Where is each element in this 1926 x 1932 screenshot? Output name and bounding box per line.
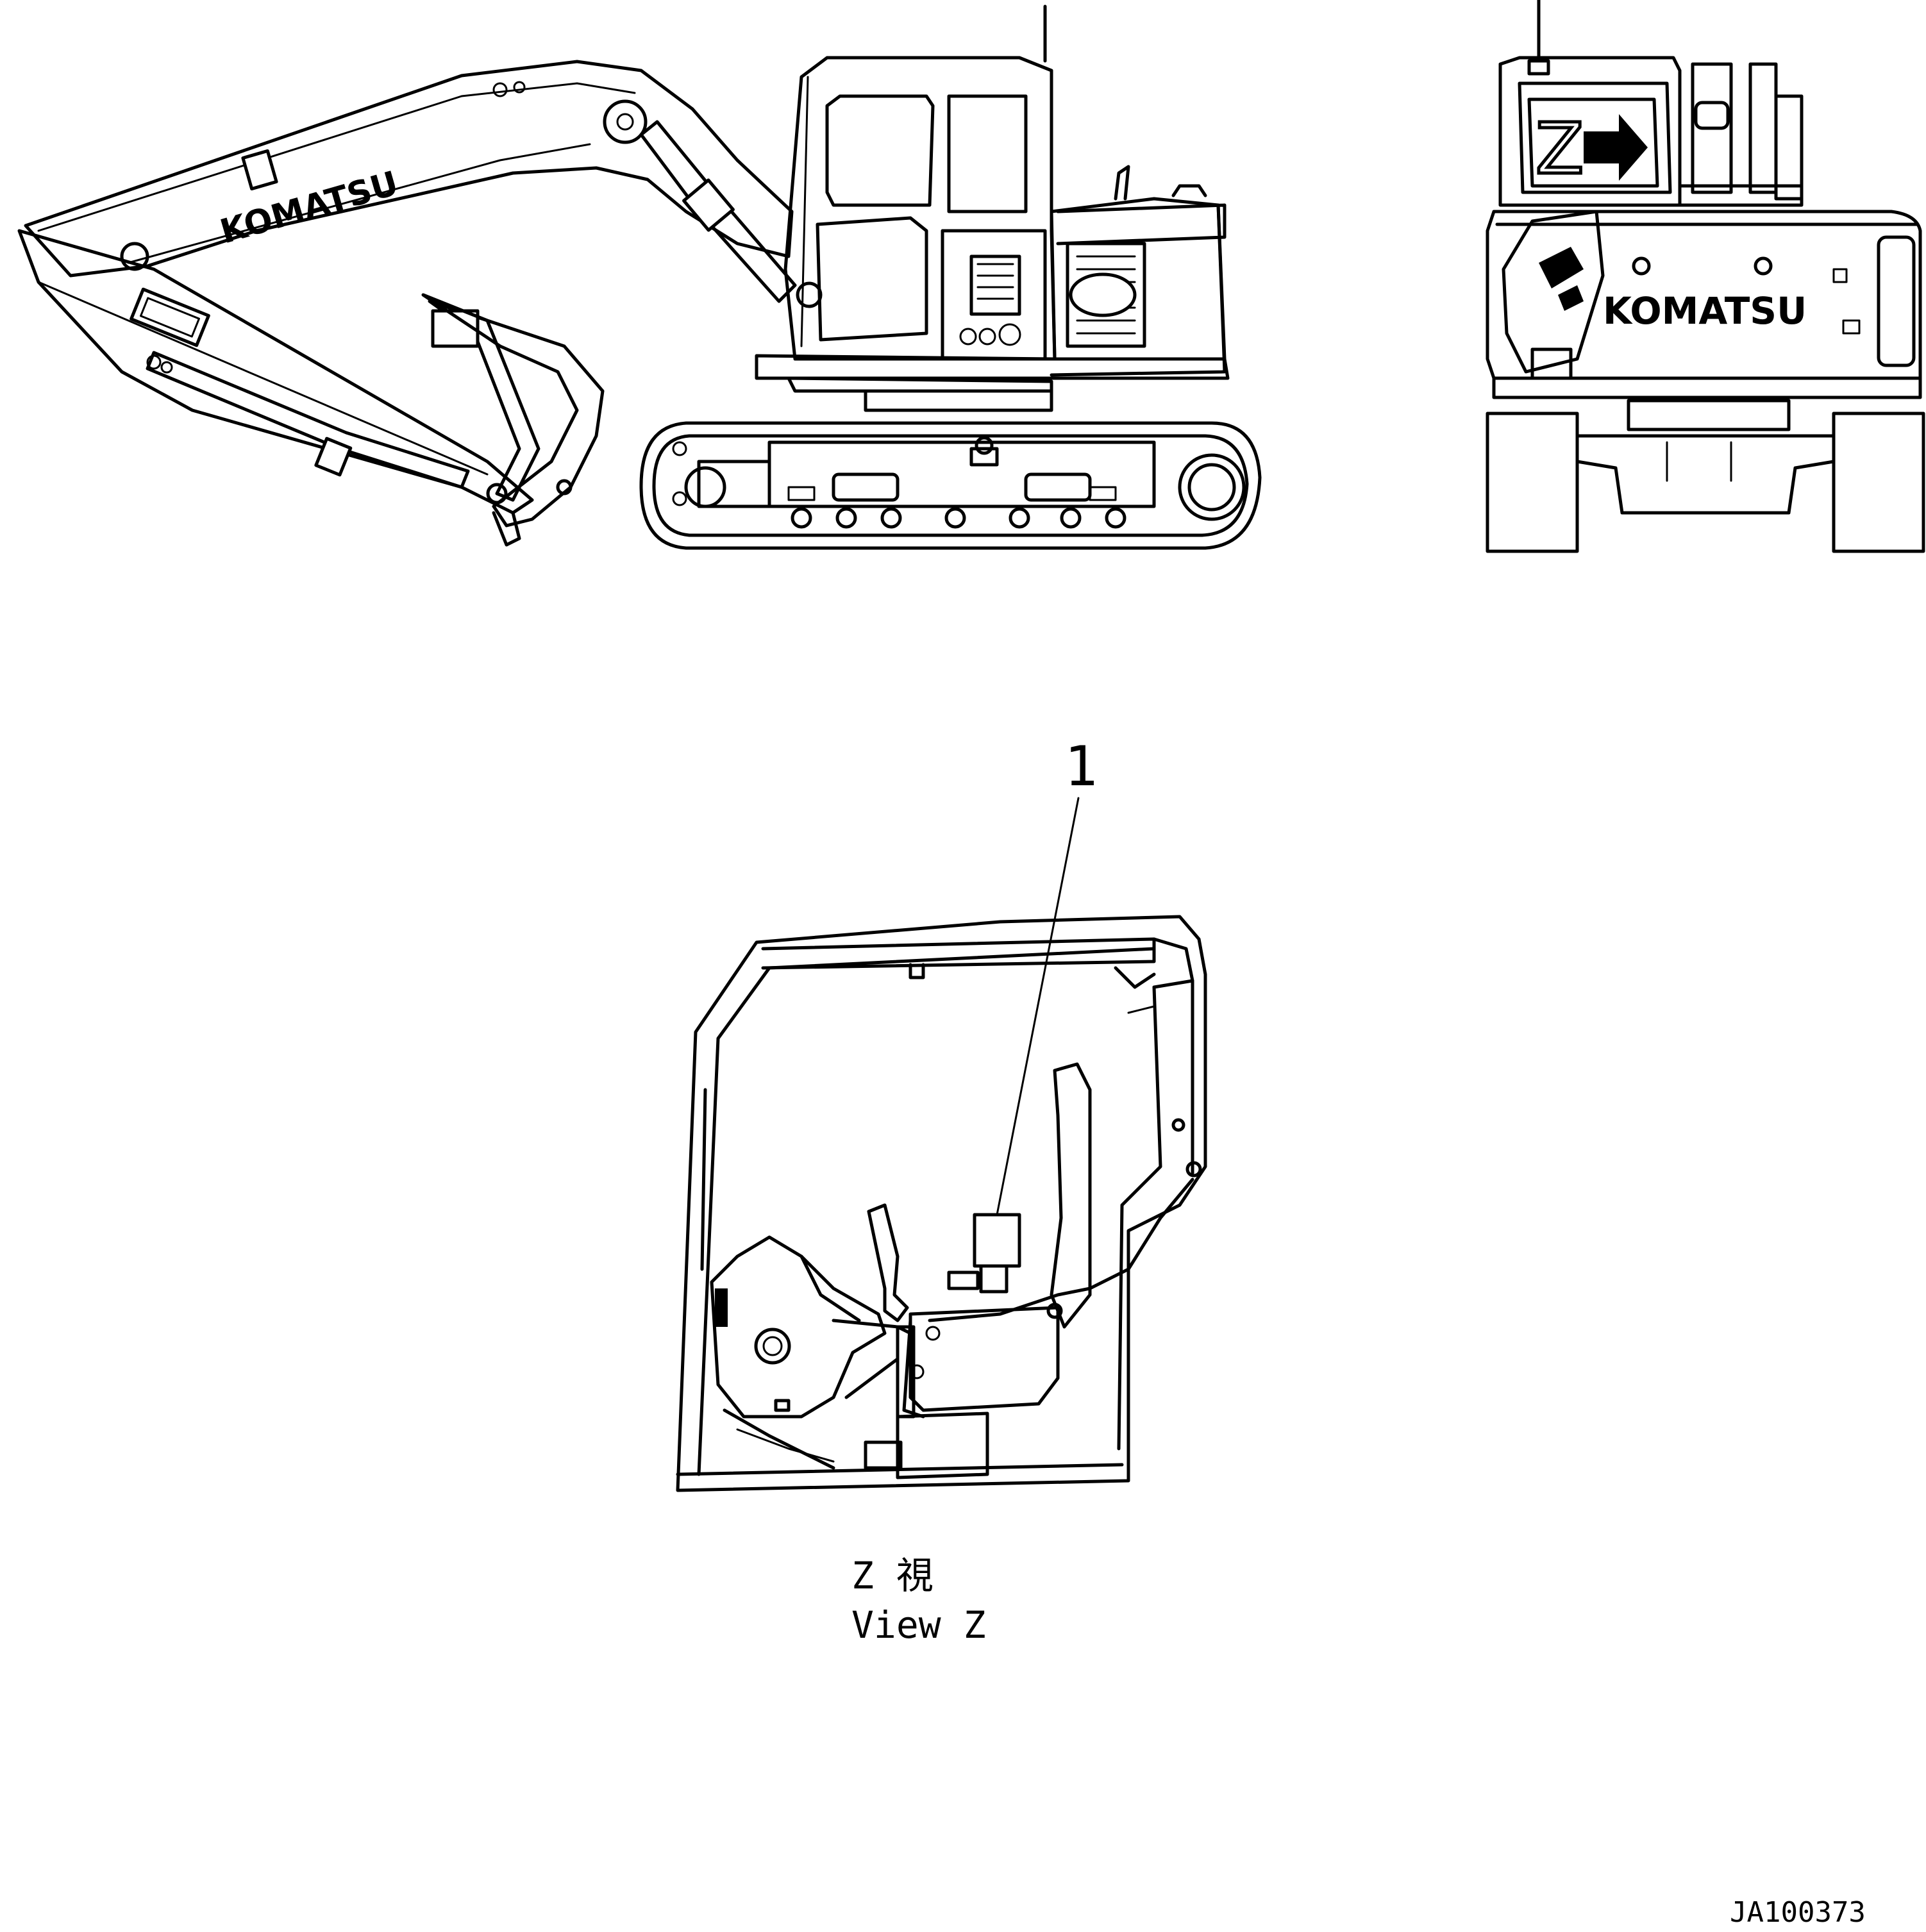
- rear-brand-label: KOMATSU: [1603, 289, 1807, 333]
- document-id: JA100373: [1730, 1896, 1866, 1929]
- cab-interior-view-z: [676, 797, 1207, 1492]
- excavator-side-view: KOMATSU: [17, 4, 1262, 550]
- boom-brand-label: KOMATSU: [216, 164, 403, 251]
- right-arrow-icon: [1584, 114, 1648, 181]
- view-caption-en: View Z: [851, 1603, 986, 1647]
- view-marker-label: Z: [1536, 108, 1584, 190]
- excavator-rear-view: Z KOMATSU: [1486, 0, 1925, 553]
- decal-label-1: [973, 1213, 1021, 1268]
- callout-number: 1: [1064, 735, 1098, 799]
- view-caption-jp: Z 視: [851, 1554, 934, 1597]
